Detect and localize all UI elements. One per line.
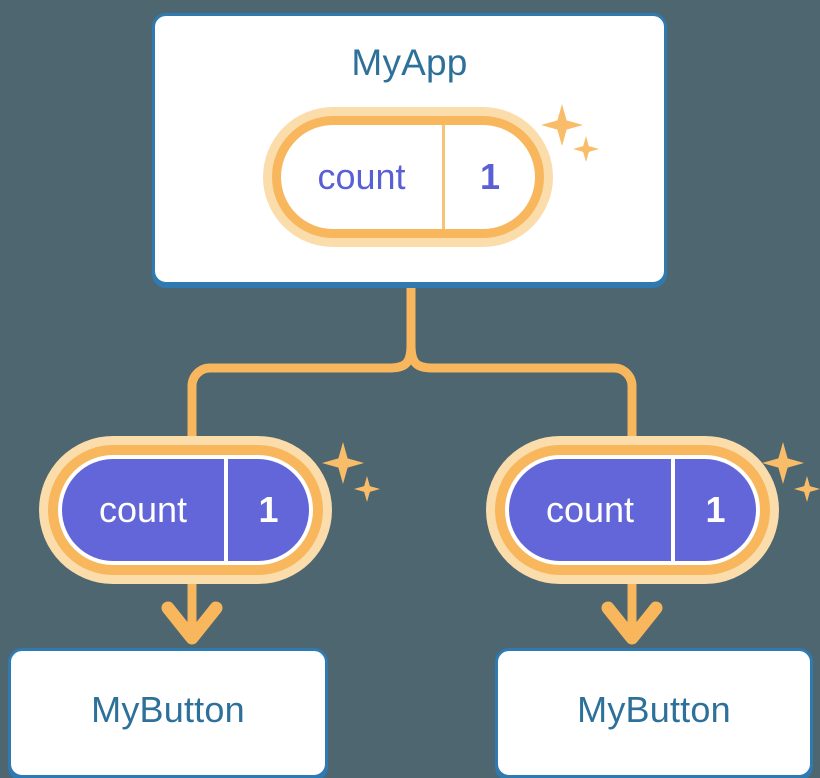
- sparkle-icon: [322, 442, 364, 484]
- state-pill-inner: count 1: [509, 459, 756, 561]
- state-pill-body: count 1: [495, 445, 770, 575]
- arrow-left-to-mybutton: [161, 578, 223, 645]
- state-pill-child-right[interactable]: count 1: [495, 445, 770, 575]
- state-key-label: count: [281, 125, 445, 229]
- state-value-label: 1: [479, 156, 501, 197]
- connector-branch-left: [187, 344, 416, 450]
- component-title-myapp: MyApp: [351, 42, 468, 83]
- state-value-label: 1: [705, 489, 726, 530]
- sparkle-icon: [794, 476, 820, 502]
- state-key-label: count: [509, 459, 675, 561]
- state-pill-body: count 1: [272, 116, 544, 238]
- connector-branch-right: [406, 344, 637, 450]
- state-value-label: 1: [258, 489, 279, 530]
- component-card-mybutton-right[interactable]: MyButton: [495, 648, 813, 778]
- arrow-right-to-mybutton: [601, 578, 663, 645]
- state-pill-inner: count 1: [62, 459, 309, 561]
- state-pill-body: count 1: [48, 445, 323, 575]
- component-title-mybutton-right: MyButton: [577, 689, 731, 730]
- state-pill-child-left[interactable]: count 1: [48, 445, 323, 575]
- sparkle-icon: [354, 476, 380, 502]
- component-card-mybutton-left[interactable]: MyButton: [8, 648, 328, 778]
- state-pill-myapp[interactable]: count 1: [272, 116, 544, 238]
- component-title-mybutton-left: MyButton: [91, 689, 245, 730]
- state-key-label: count: [62, 459, 228, 561]
